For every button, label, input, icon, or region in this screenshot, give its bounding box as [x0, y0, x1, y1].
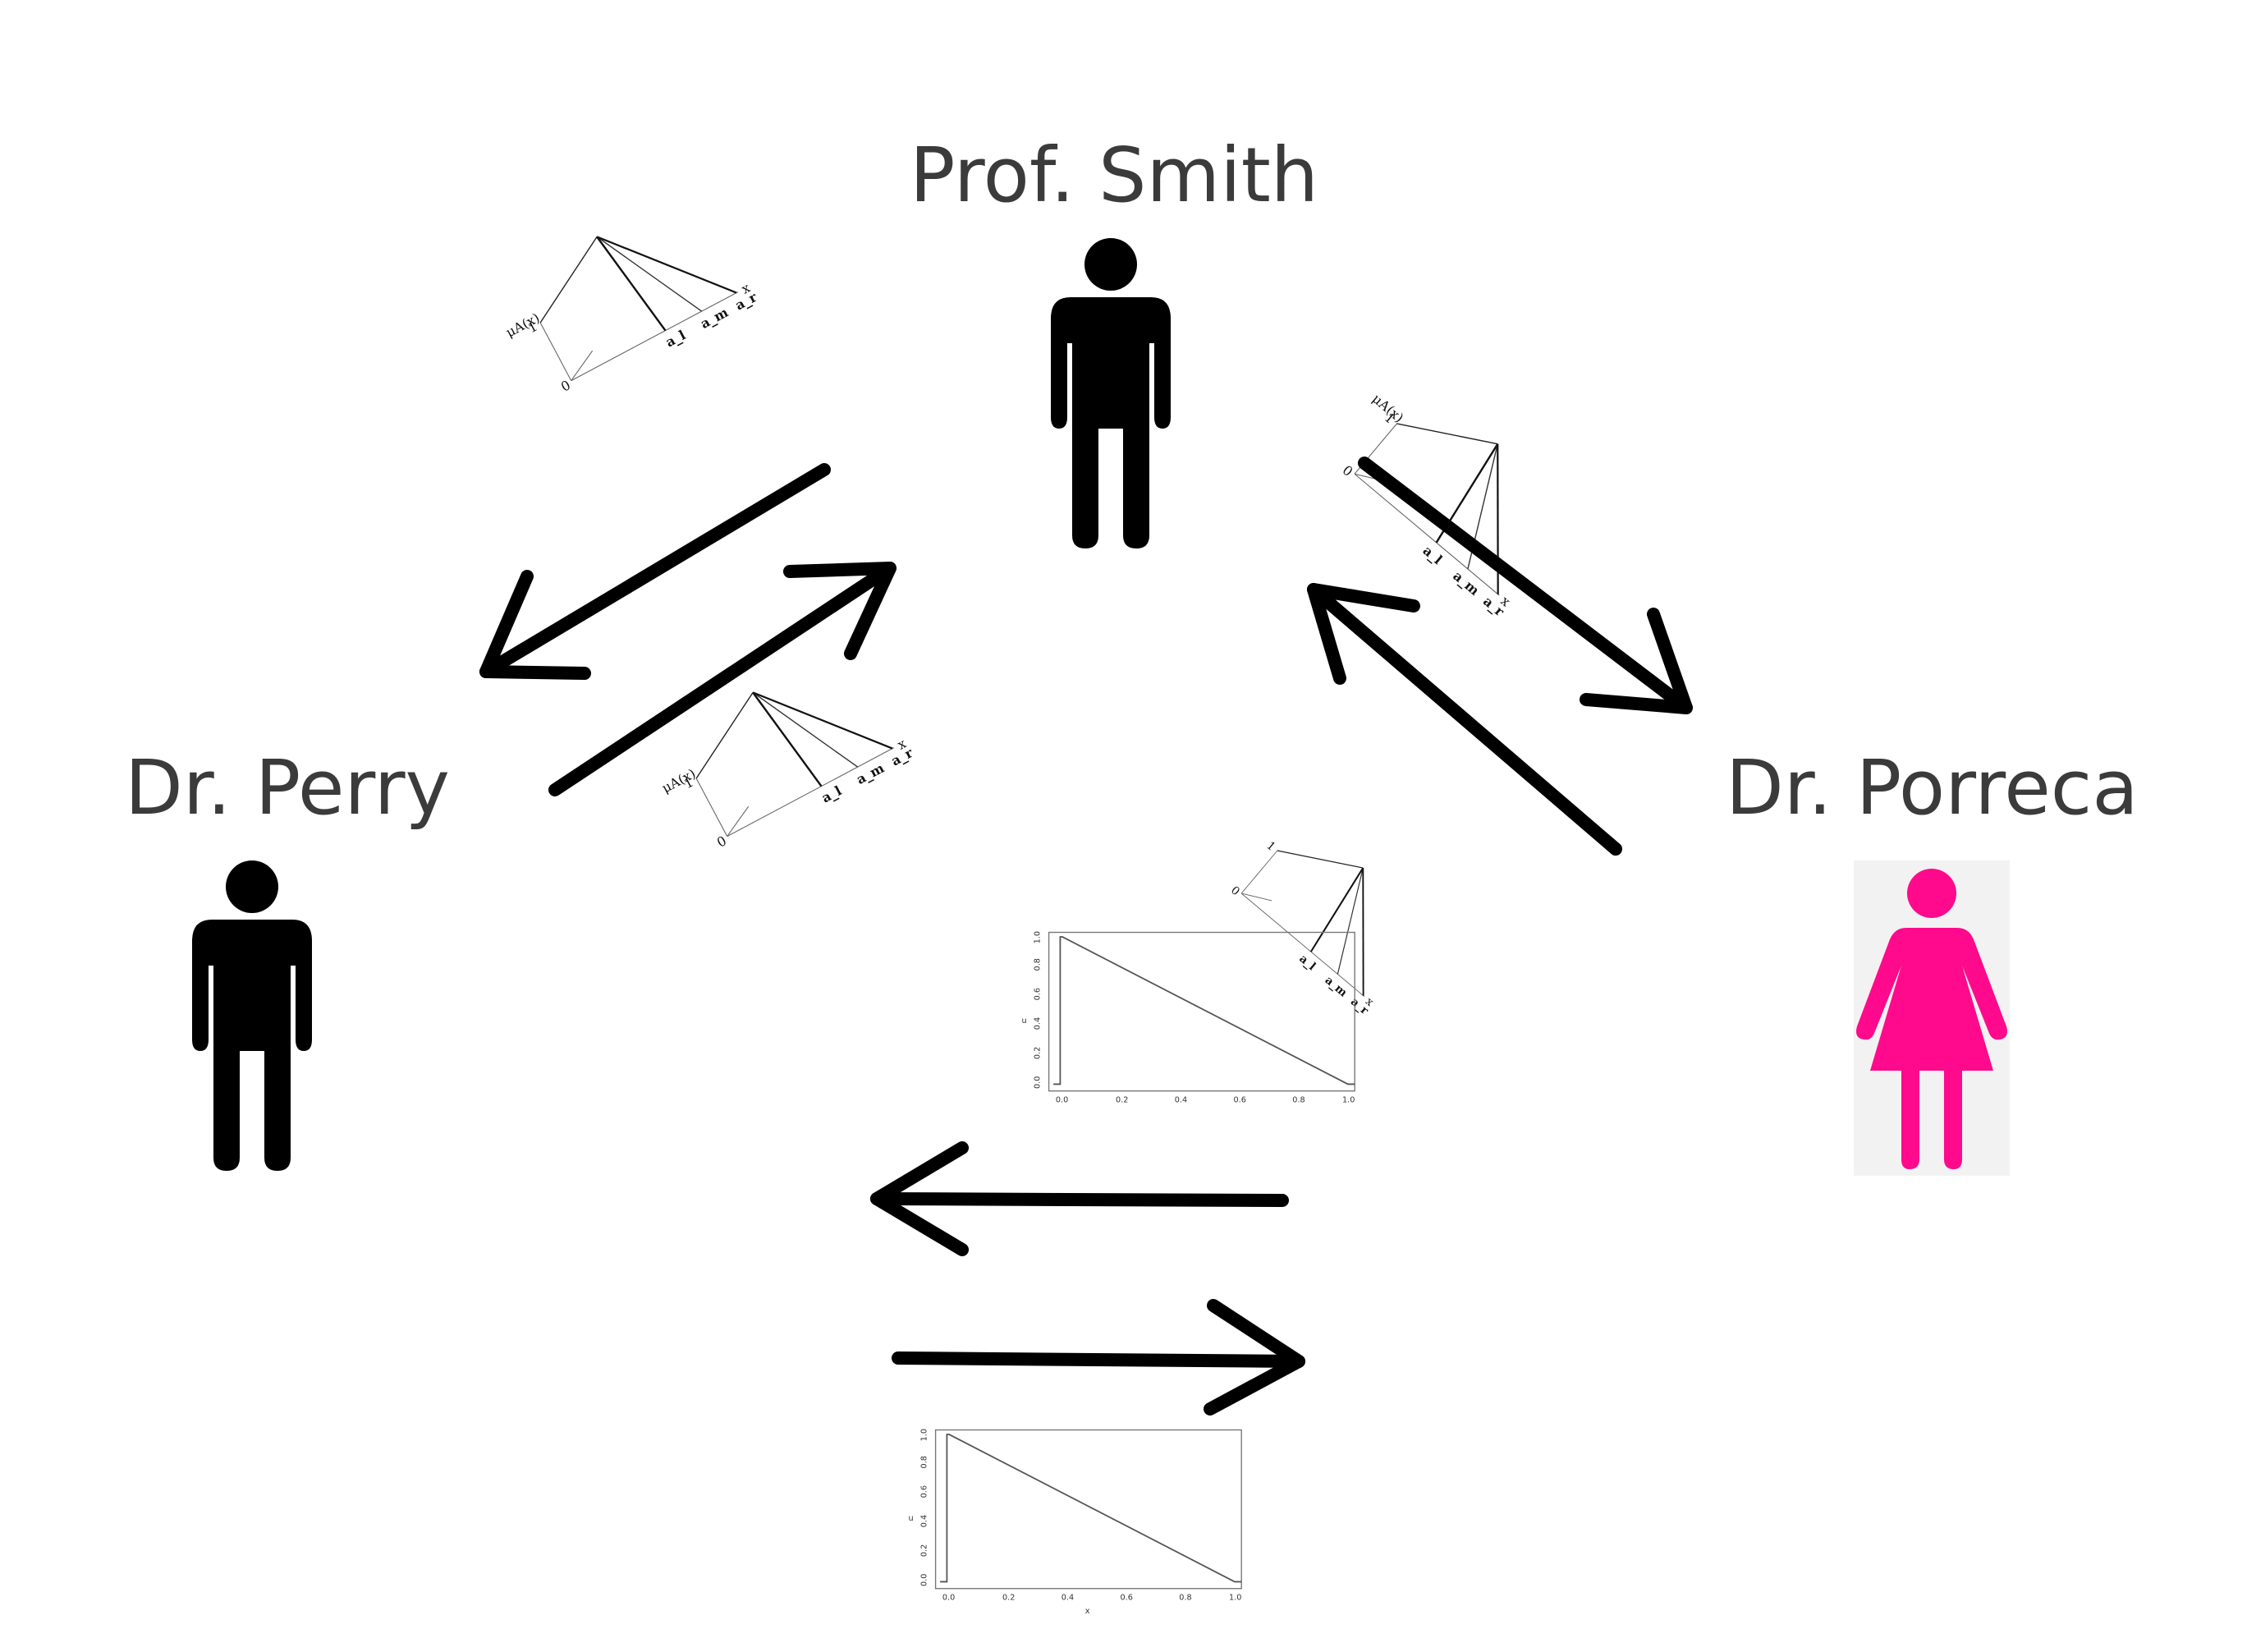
dr-perry-figure	[192, 860, 312, 1171]
y-axis-label: u	[1021, 1016, 1026, 1026]
mf-plot-porreca-to-smith: 1 0 x a_l a_m a_r	[1228, 817, 1428, 1018]
mf-plot-smith-to-porreca: μA(x) 1 0 x a_l a_m a_r	[1340, 384, 1575, 620]
mf-plot-smith-to-perry: μA(x) 1 0 x a_l a_m a_r	[503, 189, 759, 395]
x-tick: 0.0	[942, 1594, 955, 1603]
mf-label-am: a_m	[1323, 974, 1350, 1000]
mf-label-am: a_m	[698, 305, 731, 332]
mf-label-am: a_m	[854, 760, 887, 787]
y-tick: 0.4	[920, 1515, 929, 1527]
y-tick: 0.8	[920, 1456, 929, 1468]
y-tick: 1.0	[920, 1429, 929, 1441]
x-tick: 0.4	[1062, 1594, 1074, 1603]
x-tick: 0.2	[1116, 1096, 1128, 1105]
y-axis-label: u	[908, 1514, 913, 1523]
mf-y-label: μA(x)	[659, 765, 698, 796]
mf-tick-zero: 0	[1340, 462, 1356, 480]
mf-tick-zero: 0	[1228, 883, 1242, 898]
y-tick: 0.0	[1034, 1076, 1043, 1089]
mf-y-label: μA(x)	[503, 310, 542, 340]
x-tick: 0.8	[1292, 1096, 1305, 1105]
label-dr-perry: Dr. Perry	[125, 744, 450, 832]
x-tick: 0.8	[1179, 1594, 1191, 1603]
prof-smith-figure	[1051, 238, 1171, 548]
y-tick: 0.6	[920, 1485, 929, 1498]
label-prof-smith: Prof. Smith	[910, 131, 1319, 219]
x-tick: 0.4	[1175, 1096, 1187, 1105]
x-tick: 0.0	[1056, 1096, 1068, 1105]
arrow-porreca-to-perry	[870, 1141, 1289, 1256]
line-plot-porreca-to-perry: 0.0 0.2 0.4 0.6 0.8 1.0 0.0 0.2 0.4 0.6 …	[1021, 931, 1356, 1105]
x-tick: 1.0	[1229, 1594, 1241, 1603]
x-tick: 0.2	[1002, 1594, 1015, 1603]
line-plot-perry-to-porreca: 0.0 0.2 0.4 0.6 0.8 1.0 0.0 0.2 0.4 0.6 …	[908, 1429, 1243, 1616]
mf-plot-perry-to-smith: μA(x) 1 0 x a_l a_m a_r	[659, 645, 915, 851]
mf-label-am: a_m	[1450, 568, 1482, 599]
mf-tick-one: 1	[1264, 839, 1278, 854]
y-tick: 1.0	[1034, 931, 1043, 943]
mf-label-al: a_l	[819, 782, 845, 805]
arrow-smith-to-porreca	[1358, 457, 1693, 714]
arrow-porreca-to-smith	[1307, 583, 1622, 856]
y-tick: 0.6	[1034, 988, 1043, 1000]
arrow-smith-to-perry	[479, 463, 831, 680]
y-tick: 0.0	[920, 1574, 929, 1586]
y-tick: 0.2	[920, 1544, 929, 1557]
arrow-perry-to-smith	[548, 562, 896, 796]
mf-label-al: a_l	[1420, 543, 1446, 567]
y-tick: 0.2	[1034, 1047, 1043, 1059]
x-axis-label: x	[1085, 1607, 1090, 1616]
x-tick: 0.6	[1234, 1096, 1246, 1105]
y-tick: 0.8	[1034, 958, 1043, 971]
x-tick: 1.0	[1342, 1096, 1355, 1105]
mf-label-al: a_l	[663, 327, 689, 350]
arrow-perry-to-porreca	[892, 1299, 1305, 1416]
y-tick: 0.4	[1034, 1017, 1043, 1030]
x-tick: 0.6	[1121, 1594, 1133, 1603]
label-dr-porreca: Dr. Porreca	[1726, 744, 2139, 832]
